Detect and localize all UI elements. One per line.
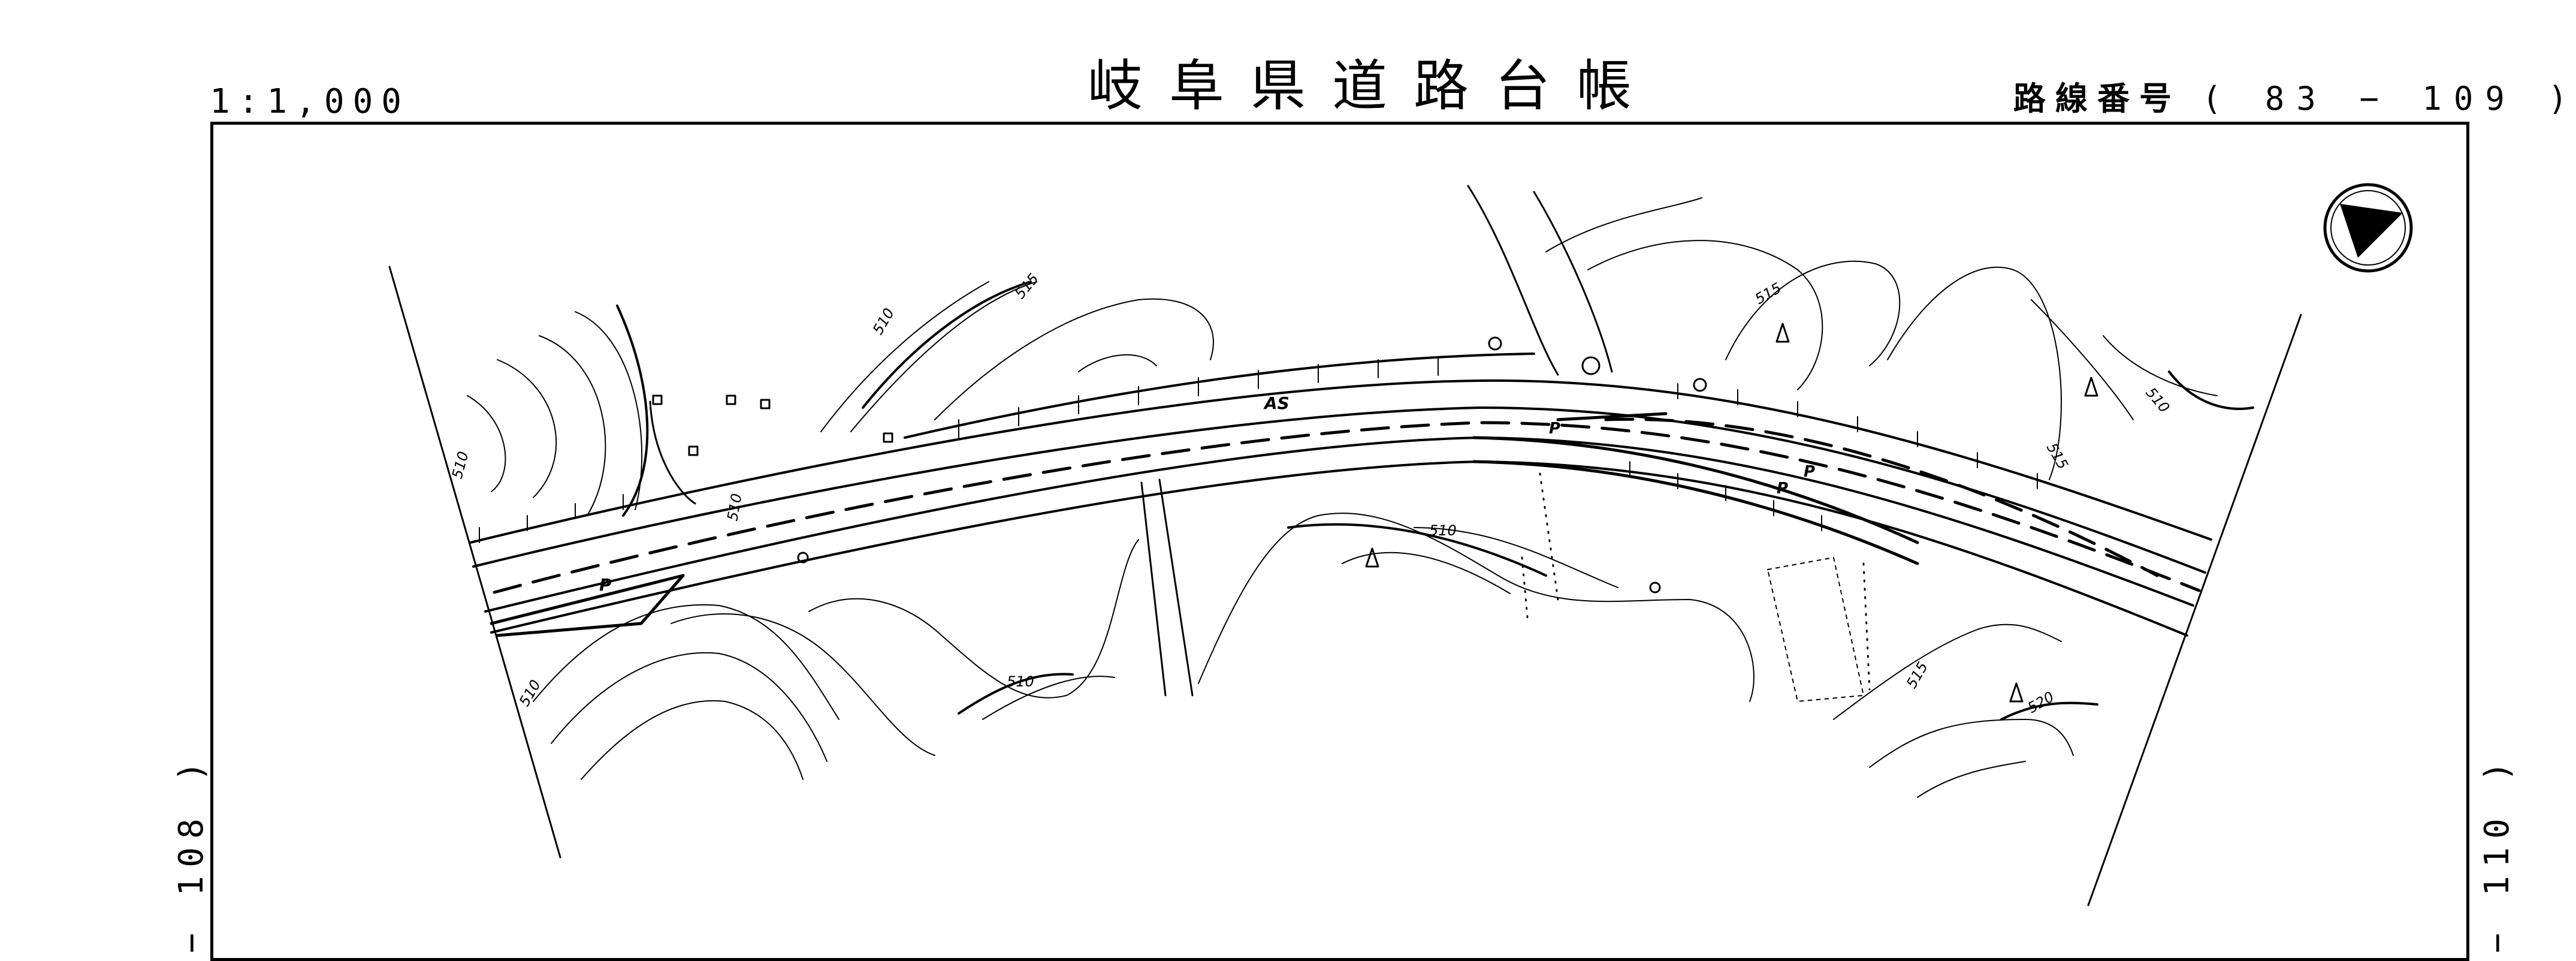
- north-arrow-icon: [2323, 183, 2413, 273]
- road-edges: [469, 379, 2212, 637]
- contour-label: 510: [1429, 522, 1457, 539]
- map-symbols: [652, 323, 2098, 703]
- drainage-line: [1467, 185, 1559, 376]
- route-number: 路線番号 ( 83 − 109 ): [2013, 83, 2576, 115]
- parking-bay: [490, 574, 685, 637]
- road-centerline: [493, 417, 2201, 594]
- contour-label: 515: [1752, 279, 1784, 308]
- slope-hatches: [479, 357, 2038, 543]
- route-label: 路線番号: [2013, 80, 2181, 118]
- contour-label: 520: [2025, 688, 2057, 716]
- contour-label: 510: [869, 305, 898, 338]
- building-outline: [1767, 557, 1864, 702]
- side-road: [1140, 478, 1194, 697]
- page-title: 岐阜県道路台帳: [1088, 54, 1659, 118]
- contour-label: 515: [1011, 270, 1042, 302]
- parking-label: P: [1777, 480, 1788, 498]
- retaining-wall: [904, 353, 1535, 439]
- route-number-value: ( 83 − 109 ): [2201, 80, 2576, 118]
- contour-label: 510: [1007, 673, 1034, 690]
- sheet-boundary-left: [388, 266, 561, 858]
- parking-strip: [1472, 412, 1919, 565]
- road-surface-label: AS: [1263, 393, 1289, 413]
- index-contours: [862, 281, 2254, 721]
- contour-label: 515: [1903, 659, 1931, 691]
- contour-label: 510: [449, 450, 472, 480]
- parking-label: P: [1549, 420, 1560, 438]
- map-scale: 1:1,000: [210, 82, 410, 121]
- dotted-boundaries: [1521, 472, 1871, 691]
- contour-label: 515: [2043, 440, 2071, 472]
- sheet-boundary-right: [2087, 314, 2302, 906]
- parking-label: P: [599, 575, 612, 595]
- drainage-line-2: [1533, 191, 1613, 373]
- access-road-edge: [649, 400, 696, 505]
- access-road: [616, 305, 649, 517]
- contour-label: 510: [724, 492, 745, 522]
- parking-label: P: [1804, 463, 1815, 481]
- contour-label: 510: [2142, 384, 2173, 416]
- contour-lines: [467, 197, 2218, 798]
